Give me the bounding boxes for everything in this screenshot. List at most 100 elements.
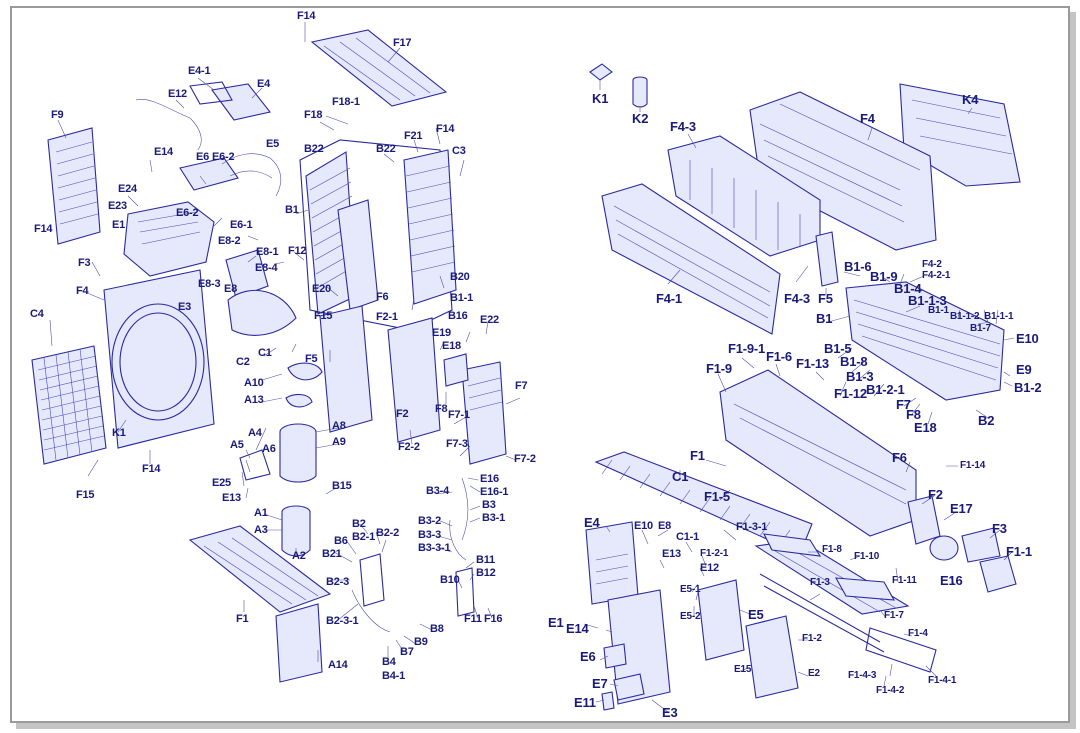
part-label: B8 (430, 623, 444, 635)
part-label: A8 (332, 420, 346, 432)
part-label: B3-4 (426, 485, 450, 497)
part-label: F4 (860, 111, 875, 126)
part-label: B9 (414, 636, 428, 648)
part-label: E12 (700, 562, 719, 574)
part-label: B2-3-1 (326, 615, 359, 627)
part-label: K4 (962, 92, 979, 107)
part-label: F14 (436, 123, 455, 135)
part-label: F7 (515, 380, 528, 392)
part-label: B1-4 (894, 281, 922, 296)
part-label: E22 (480, 314, 499, 326)
part-label: B3-1 (482, 512, 506, 524)
indoor-leader-lines (583, 80, 1015, 713)
part-label: F4 (76, 285, 89, 297)
part-label: B2 (978, 413, 995, 428)
part-label: F4-1 (656, 291, 682, 306)
part-label: E8 (658, 520, 672, 532)
part-label: E11 (574, 695, 596, 710)
part-label: E5-2 (680, 611, 701, 622)
part-label: F1-12 (834, 386, 867, 401)
part-label: E19 (432, 327, 451, 339)
part-label: B3-3-1 (418, 542, 451, 554)
part-label: E8-4 (255, 262, 278, 274)
part-label: B10 (440, 574, 460, 586)
part-label: F1-9 (706, 361, 732, 376)
part-label: C1-1 (676, 531, 700, 543)
part-label: F6 (376, 291, 389, 303)
part-label: A4 (248, 427, 262, 439)
part-label: F1-4-1 (928, 675, 957, 686)
part-label: E5-1 (680, 584, 701, 595)
part-label: B1-1 (928, 305, 949, 316)
part-label: E2 (808, 668, 820, 679)
part-label: F1-4 (908, 628, 928, 639)
part-label: E1 (548, 615, 564, 630)
part-label: E6 (580, 649, 596, 664)
part-label: F16 (484, 613, 503, 625)
part-label: E23 (108, 200, 127, 212)
part-label: B1 (285, 204, 299, 216)
part-label: E13 (662, 548, 681, 560)
part-label: B4-1 (382, 670, 406, 682)
part-label: F4-2-1 (922, 270, 951, 281)
part-label: E24 (118, 183, 137, 195)
part-label: E6 (196, 151, 210, 163)
part-label: F1-1 (1006, 544, 1032, 559)
part-label: B1-8 (840, 354, 868, 369)
part-label: E10 (1016, 331, 1039, 346)
part-label: E6-2 (212, 151, 235, 163)
part-label: B1-3 (846, 369, 874, 384)
part-label: A13 (244, 394, 264, 406)
part-label: F18-1 (332, 96, 360, 108)
part-label: F1-3 (810, 577, 830, 588)
part-label: F14 (297, 10, 316, 22)
part-label: F1-4-2 (876, 685, 905, 696)
part-label: F9 (51, 109, 64, 121)
part-label: C3 (452, 145, 466, 157)
part-label: K2 (632, 111, 649, 126)
part-label: E4 (584, 515, 600, 530)
part-label: E9 (1016, 362, 1032, 377)
part-label: E6-2 (176, 207, 199, 219)
part-label: B1-2 (1014, 380, 1042, 395)
part-label: F3 (78, 257, 91, 269)
part-label: F1-3-1 (736, 521, 768, 533)
part-label: B1-1-1 (984, 311, 1014, 322)
part-label: A5 (230, 439, 244, 451)
part-label: B1-7 (970, 323, 991, 334)
part-label: B2-3 (326, 576, 350, 588)
part-label: E4-1 (188, 65, 211, 77)
part-label: E8-1 (256, 246, 279, 258)
part-label: B4 (382, 656, 396, 668)
part-label: F1-14 (960, 460, 986, 471)
part-label: C4 (30, 308, 44, 320)
part-label: E6-1 (230, 219, 253, 231)
part-label: E16-1 (480, 486, 509, 498)
part-label: F7 (896, 397, 911, 412)
part-label: B21 (322, 548, 342, 560)
part-label: E8-3 (198, 278, 221, 290)
part-label: B3 (482, 499, 496, 511)
part-label: F11 (464, 613, 482, 625)
part-label: B1-9 (870, 269, 898, 284)
part-label: A10 (244, 377, 264, 389)
part-label: F1 (236, 613, 249, 625)
part-label: E12 (168, 88, 187, 100)
part-label: B11 (476, 554, 495, 566)
part-label: B16 (448, 310, 468, 322)
part-label: B1-2-1 (866, 382, 905, 397)
part-label: E1 (112, 219, 126, 231)
part-label: C1 (672, 469, 689, 484)
part-label: F14 (34, 223, 53, 235)
part-label: F1-7 (884, 610, 904, 621)
part-label: E16 (480, 473, 499, 485)
part-label: F1-8 (822, 544, 842, 555)
part-label: E10 (634, 520, 653, 532)
part-label: E3 (662, 705, 678, 720)
part-label: F6 (892, 450, 907, 465)
part-label: B2-1 (352, 531, 376, 543)
part-label: F8 (906, 407, 921, 422)
part-label: B15 (332, 480, 352, 492)
part-label: B20 (450, 271, 470, 283)
